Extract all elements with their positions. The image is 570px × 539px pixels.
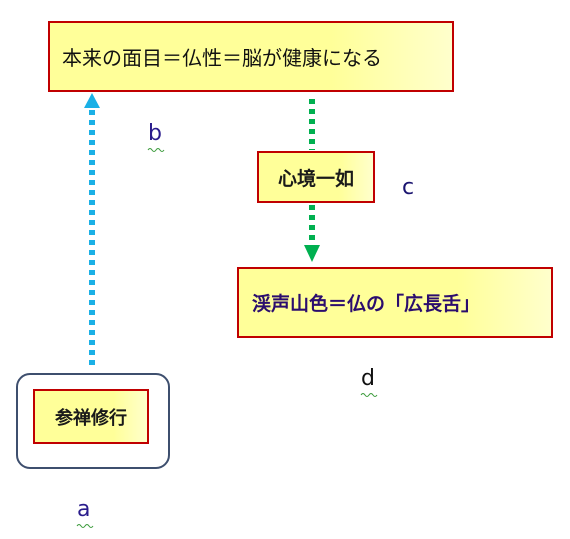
- node-top-text: 本来の面目＝仏性＝脳が健康になる: [62, 46, 382, 70]
- node-left: 参禅修行: [33, 389, 149, 444]
- squiggle-a: [76, 524, 94, 528]
- arrowhead-down: [304, 245, 320, 262]
- label-d: d: [361, 366, 375, 391]
- node-middle-text: 心境一如: [277, 167, 354, 190]
- node-middle: 心境一如: [257, 151, 375, 203]
- squiggle-d: [360, 393, 378, 397]
- node-right: 渓声山色＝仏の「広長舌」: [237, 267, 553, 338]
- label-b: b: [148, 121, 162, 146]
- node-left-text: 参禅修行: [55, 407, 127, 429]
- left-node-frame: [16, 373, 170, 469]
- label-c: c: [402, 175, 415, 200]
- squiggle-b: [147, 148, 165, 152]
- label-a: a: [77, 497, 91, 522]
- node-top: 本来の面目＝仏性＝脳が健康になる: [48, 21, 454, 92]
- node-right-text: 渓声山色＝仏の「広長舌」: [252, 293, 481, 315]
- arrowhead-up: [84, 93, 100, 108]
